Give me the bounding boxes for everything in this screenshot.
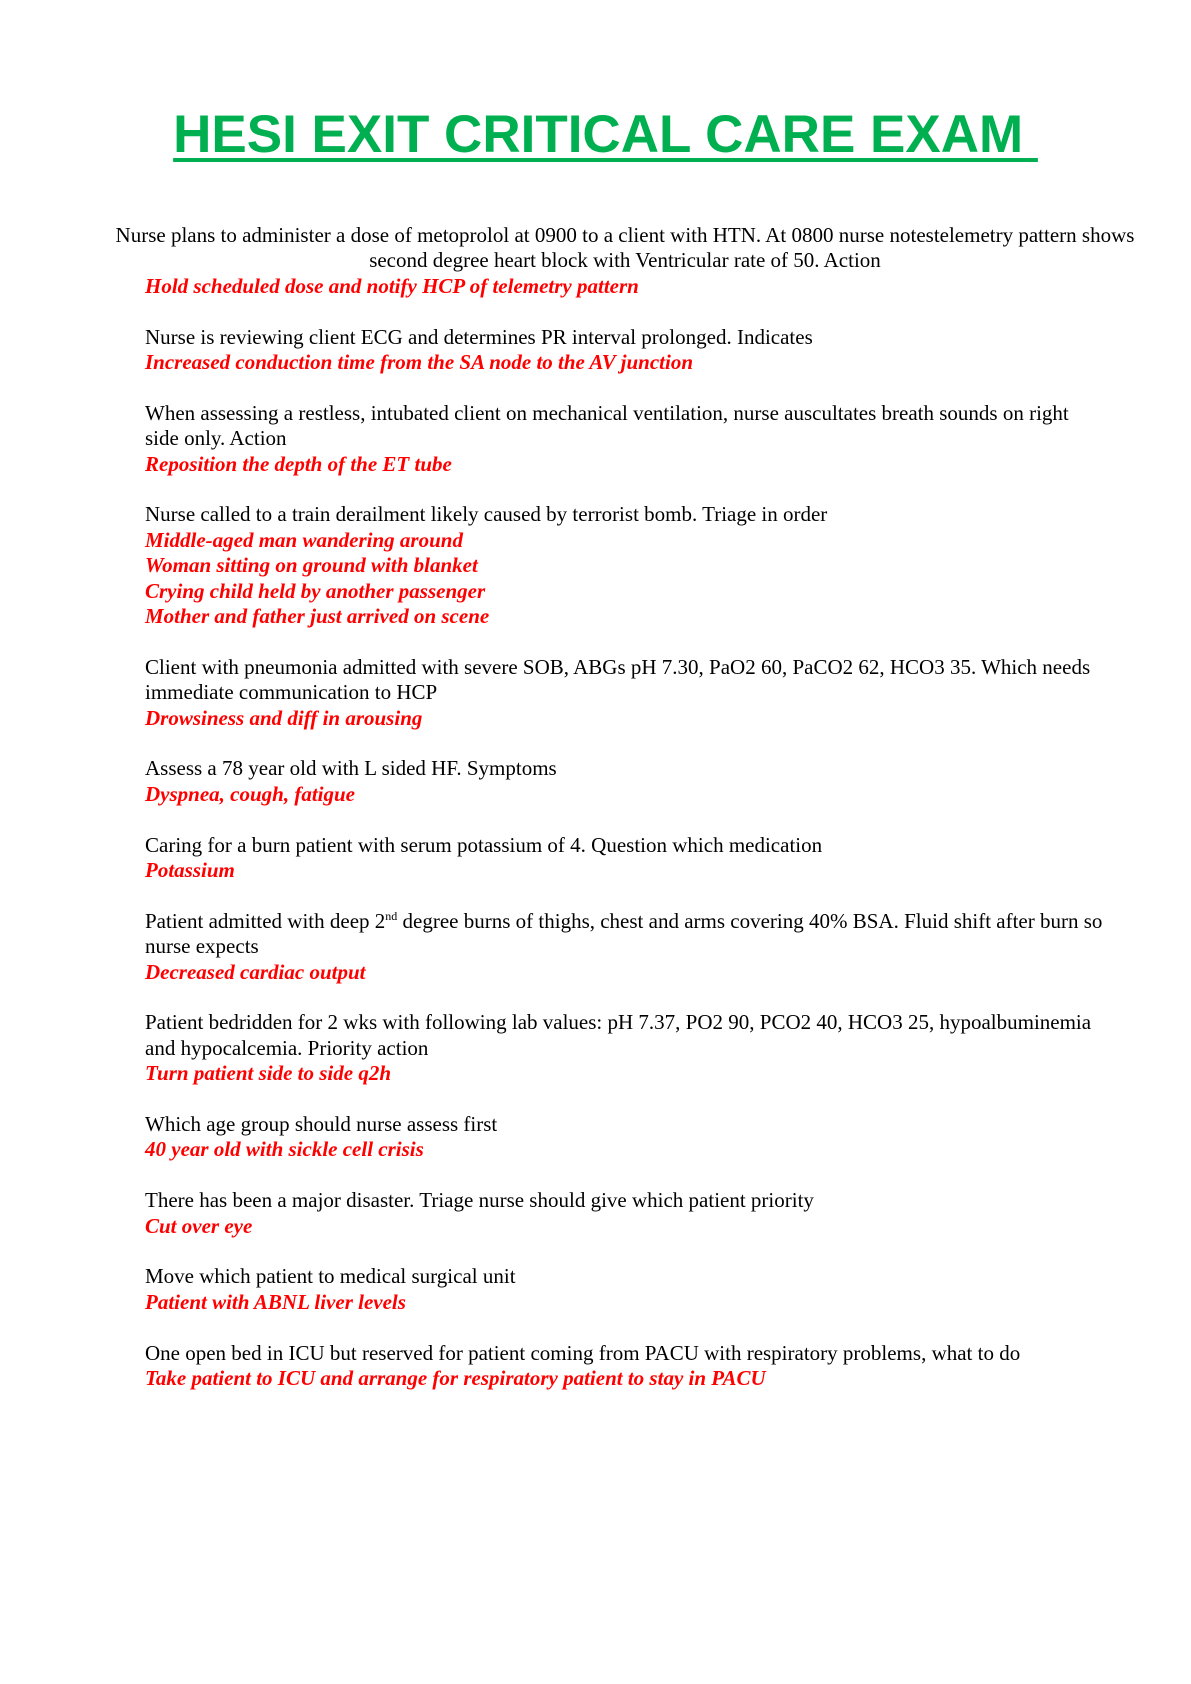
question-block: Which age group should nurse assess firs… [145, 1112, 1105, 1163]
question-text: Assess a 78 year old with L sided HF. Sy… [145, 756, 557, 781]
answer-text: Take patient to ICU and arrange for resp… [145, 1366, 766, 1391]
question-block: Nurse called to a train derailment likel… [145, 502, 1105, 629]
question-text: Move which patient to medical surgical u… [145, 1264, 516, 1289]
question-text: Nurse plans to administer a dose of meto… [115, 223, 1135, 273]
question-text: When assessing a restless, intubated cli… [145, 400, 1069, 451]
superscript: nd [385, 908, 398, 923]
answer-text: Mother and father just arrived on scene [145, 604, 490, 629]
question-block: One open bed in ICU but reserved for pat… [145, 1341, 1105, 1392]
answer-text: Crying child held by another passenger [145, 578, 486, 603]
question-text: Nurse is reviewing client ECG and determ… [145, 324, 813, 349]
question-text-part: degree burns of thighs, chest and arms c… [145, 908, 1103, 959]
answer-text: Hold scheduled dose and notify HCP of te… [145, 273, 639, 298]
answer-text: Drowsiness and diff in arousing [145, 705, 423, 730]
answer-text: Middle-aged man wandering around [145, 527, 463, 552]
question-text-part: Patient admitted with deep 2 [145, 908, 386, 933]
question-block: Caring for a burn patient with serum pot… [145, 833, 1105, 884]
question-block: Nurse plans to administer a dose of meto… [116, 223, 1135, 299]
answer-text: Turn patient side to side q2h [145, 1061, 392, 1086]
answer-text: Reposition the depth of the ET tube [145, 451, 452, 476]
question-list: Nurse plans to administer a dose of meto… [116, 223, 1135, 1417]
question-text: Nurse called to a train derailment likel… [145, 502, 828, 527]
answer-text: Patient with ABNL liver levels [145, 1289, 406, 1314]
question-block: Nurse is reviewing client ECG and determ… [145, 325, 1105, 376]
answer-text: Potassium [145, 858, 235, 883]
question-block: Client with pneumonia admitted with seve… [145, 655, 1105, 731]
question-text: Patient admitted with deep 2nd degree bu… [145, 909, 1105, 960]
answer-text: Cut over eye [145, 1213, 253, 1238]
question-text: Which age group should nurse assess firs… [145, 1112, 498, 1137]
question-text: Client with pneumonia admitted with seve… [145, 654, 1091, 705]
question-block: Patient bedridden for 2 wks with followi… [145, 1010, 1105, 1086]
answer-text: Dyspnea, cough, fatigue [145, 781, 355, 806]
question-text: One open bed in ICU but reserved for pat… [145, 1340, 1021, 1365]
question-text: There has been a major disaster. Triage … [145, 1188, 814, 1213]
answer-text: Increased conduction time from the SA no… [145, 350, 694, 375]
question-block: There has been a major disaster. Triage … [145, 1188, 1105, 1239]
page-title: HESI EXIT CRITICAL CARE EXAM [173, 105, 1038, 164]
question-text: Caring for a burn patient with serum pot… [145, 832, 823, 857]
question-block: When assessing a restless, intubated cli… [145, 401, 1105, 477]
answer-text: Woman sitting on ground with blanket [145, 553, 478, 578]
question-block: Patient admitted with deep 2nd degree bu… [145, 909, 1105, 985]
answer-text: Decreased cardiac output [145, 959, 366, 984]
question-text: Patient bedridden for 2 wks with followi… [145, 1010, 1092, 1060]
answer-text: 40 year old with sickle cell crisis [145, 1137, 424, 1162]
question-block: Move which patient to medical surgical u… [145, 1264, 1105, 1315]
question-block: Assess a 78 year old with L sided HF. Sy… [145, 756, 1105, 807]
